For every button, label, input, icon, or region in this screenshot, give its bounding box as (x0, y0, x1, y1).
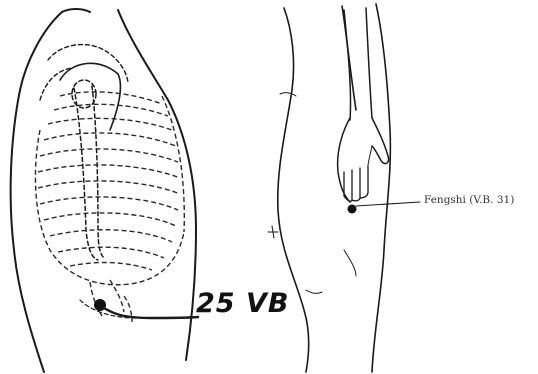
label-fengshi: Fengshi (V.B. 31) (424, 194, 514, 206)
hand-drawing (338, 118, 389, 202)
rib-cage (35, 92, 184, 322)
acupoint-fengshi-dot (348, 205, 357, 214)
leg-figure (268, 4, 420, 372)
torso-figure (11, 9, 198, 372)
label-25-vb: 25 VB (196, 288, 289, 319)
